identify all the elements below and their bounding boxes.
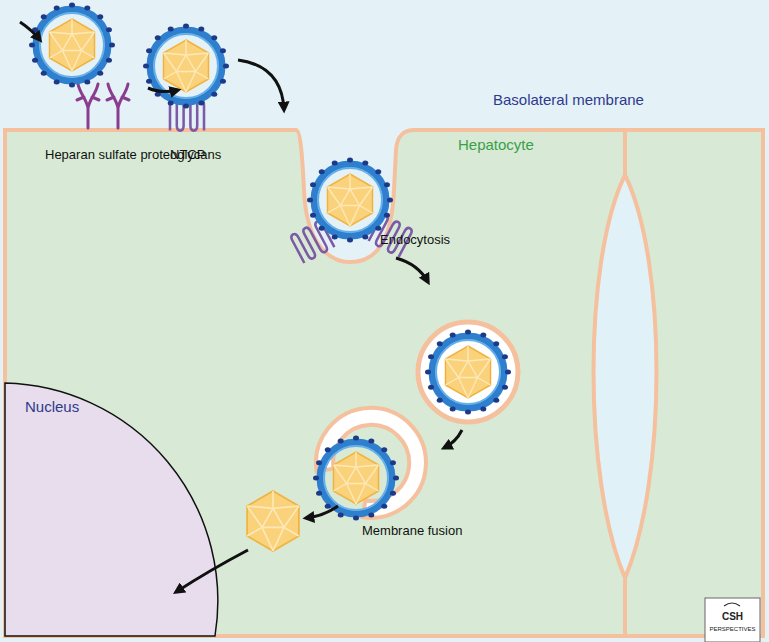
- fusing-endosome: [316, 408, 426, 518]
- nucleus-label: Nucleus: [25, 399, 79, 414]
- hbv-virion: [143, 24, 229, 109]
- membrane-label: Basolateral membrane: [493, 92, 644, 107]
- hbv-virion: [29, 3, 115, 88]
- pathway-arrows: [20, 22, 462, 592]
- endosome: [418, 322, 518, 422]
- logo-text: CSH: [705, 612, 760, 622]
- cell-membrane: [5, 130, 763, 636]
- hepatocyte-cell: HepatocyteNucleus: [0, 118, 769, 642]
- step-label: Membrane fusion: [362, 524, 462, 537]
- ntcp-receptor: [170, 100, 204, 131]
- bile-canaliculus: [594, 175, 657, 578]
- hepatocyte-cell-label: Hepatocyte: [458, 137, 534, 152]
- released-capsid: [247, 491, 299, 551]
- hbv-virion: [425, 330, 511, 415]
- publisher-logo: [705, 598, 760, 642]
- ntcp-receptor: [369, 214, 413, 257]
- receptor-label: Heparan sulfate proteoglycans: [45, 148, 221, 161]
- hbv-virion: [307, 158, 393, 243]
- hbv-virion: [313, 436, 399, 521]
- hspg-receptor: [107, 84, 129, 128]
- nucleus-outline: [5, 383, 219, 636]
- logo-text: PERSPECTIVES: [705, 626, 760, 632]
- cell-junction: [623, 130, 627, 636]
- step-label: Endocytosis: [380, 233, 450, 246]
- receptor-label: NTCP: [170, 148, 205, 161]
- logo-mark: [724, 603, 740, 606]
- nuclear-envelope: [5, 383, 218, 636]
- hspg-receptor: [77, 84, 99, 128]
- nucleus: Nucleus: [5, 383, 219, 636]
- ntcp-receptor: [290, 220, 334, 263]
